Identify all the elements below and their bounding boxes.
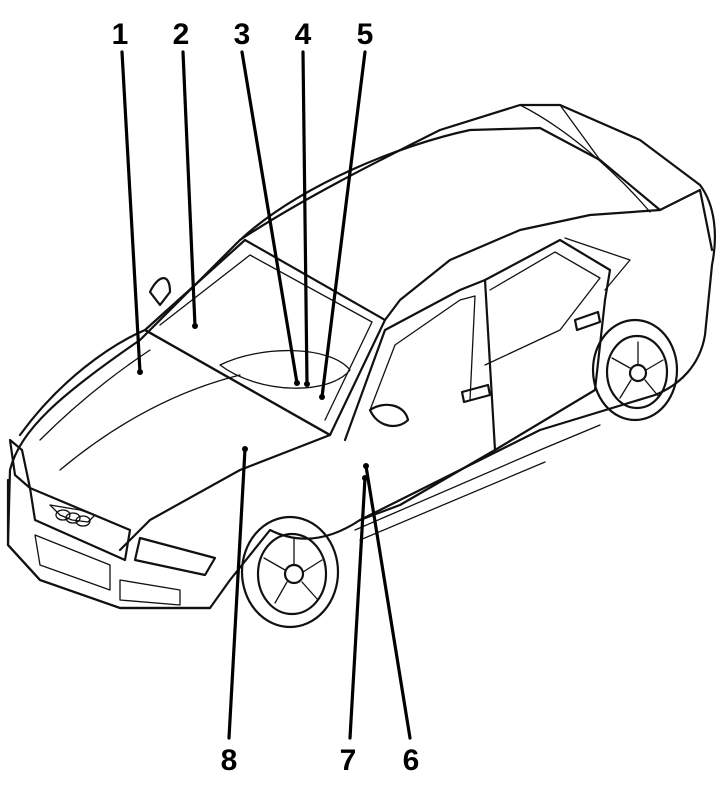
point-3 bbox=[294, 380, 300, 386]
callout-number-1: 1 bbox=[112, 18, 129, 51]
rear-wheel bbox=[591, 318, 679, 422]
callout-number-6: 6 bbox=[403, 744, 420, 777]
point-8 bbox=[242, 446, 248, 452]
point-4 bbox=[304, 381, 310, 387]
callout-number-4: 4 bbox=[295, 18, 312, 51]
callout-number-7: 7 bbox=[340, 744, 357, 777]
callout-numbers: 1 2 3 4 5 6 7 8 bbox=[112, 18, 420, 777]
point-7 bbox=[362, 475, 368, 481]
callout-number-2: 2 bbox=[173, 18, 190, 51]
point-5 bbox=[319, 394, 325, 400]
point-6 bbox=[363, 463, 369, 469]
point-1 bbox=[137, 369, 143, 375]
callout-leaders bbox=[120, 50, 412, 740]
front-wheel bbox=[240, 515, 340, 629]
point-2 bbox=[192, 323, 198, 329]
car-body bbox=[6, 103, 716, 610]
callout-number-3: 3 bbox=[234, 18, 251, 51]
callout-number-8: 8 bbox=[221, 744, 238, 777]
callout-points bbox=[137, 323, 369, 481]
callout-number-5: 5 bbox=[357, 18, 374, 51]
